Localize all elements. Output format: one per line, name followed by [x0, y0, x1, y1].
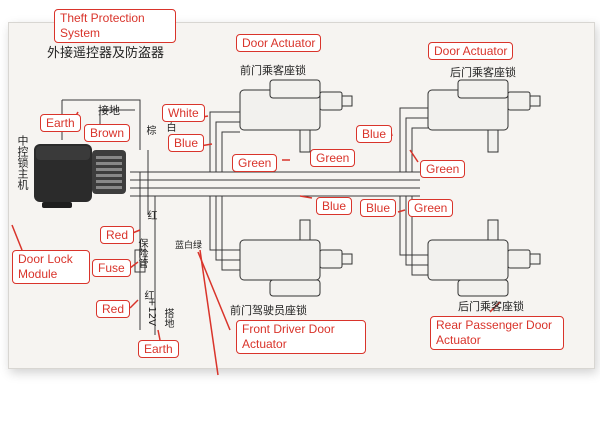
leader-blue-4 [397, 209, 406, 213]
callout-red-2: Red [96, 300, 131, 318]
callout-green-1: Green [232, 154, 278, 172]
leader-front-driver [199, 249, 219, 376]
callout-theft-protection: Theft Protection System [54, 9, 176, 43]
branch-rear-bottom-1 [399, 196, 428, 256]
branch-rear-top-3 [411, 127, 428, 172]
callout-fuse: Fuse [92, 259, 131, 277]
branch-front-bottom-2 [215, 196, 240, 261]
branch-front-top-3 [221, 131, 240, 172]
branch-rear-bottom-2 [405, 196, 428, 266]
rear-bottom-chinese: 后门乘客座锁 [458, 300, 524, 313]
callout-white: White [162, 104, 205, 122]
branch-front-top-1 [209, 111, 240, 172]
leader-red-2 [129, 299, 139, 309]
callout-earth-top: Earth [40, 114, 81, 132]
callout-front-driver: Front Driver Door Actuator [236, 320, 366, 354]
callout-blue-2: Blue [356, 125, 393, 143]
callout-rear-passenger: Rear Passenger Door Actuator [430, 316, 564, 350]
callout-red-1: Red [100, 226, 135, 244]
leader-blue-3 [299, 195, 313, 199]
red-chinese-2: 红 [142, 290, 153, 300]
branch-front-top-2 [215, 121, 240, 172]
callout-blue-3: Blue [316, 197, 353, 215]
earth2-chinese: 搭地 [162, 308, 173, 328]
branch-rear-top-1 [399, 107, 428, 172]
leader-fuse [129, 261, 139, 269]
title-chinese: 外接遥控器及防盗器 [47, 46, 165, 61]
front-top-chinese: 前门乘客座锁 [240, 64, 306, 77]
branch-rear-bottom-3 [411, 196, 428, 276]
module-chinese: 中控锁主机 [16, 135, 29, 190]
brown-chinese: 棕 [144, 125, 155, 135]
earth-chinese: 接地 [98, 104, 120, 117]
callout-green-3: Green [420, 160, 466, 178]
pins-chinese: 蓝白绿 [175, 241, 203, 251]
callout-door-lock-module: Door Lock Module [12, 250, 90, 284]
branch-rear-top-2 [405, 117, 428, 172]
front-bottom-chinese: 前门驾驶员座锁 [230, 304, 307, 317]
callout-brown: Brown [84, 124, 131, 142]
callout-door-actuator-1: Door Actuator [236, 34, 322, 52]
callout-earth-bottom: Earth [138, 340, 179, 358]
fuse-symbol [134, 249, 146, 273]
callout-green-2: Green [310, 149, 356, 167]
callout-blue-4: Blue [360, 199, 397, 217]
leader-door-lock-module [11, 224, 23, 251]
white-chinese: 白 [164, 122, 175, 132]
leader-green-3 [409, 149, 419, 163]
plus12v-label: +12V [146, 298, 157, 326]
rear-bottom-actuator-body [427, 239, 509, 281]
door-lock-module-unit [34, 144, 126, 208]
callout-blue-1: Blue [168, 134, 205, 152]
front-bottom-actuator-body [239, 239, 321, 281]
branch-front-bottom-3 [221, 196, 240, 271]
branch-front-bottom-1 [209, 196, 240, 251]
leader-earth-bottom [157, 329, 161, 341]
fuse-chinese: 保险管 [136, 238, 147, 268]
red-chinese-1: 红 [145, 210, 156, 220]
leader-rear-passenger [489, 301, 501, 313]
rear-top-chinese: 后门乘客座锁 [450, 66, 516, 79]
callout-green-4: Green [408, 199, 454, 217]
callout-door-actuator-2: Door Actuator [428, 42, 514, 60]
